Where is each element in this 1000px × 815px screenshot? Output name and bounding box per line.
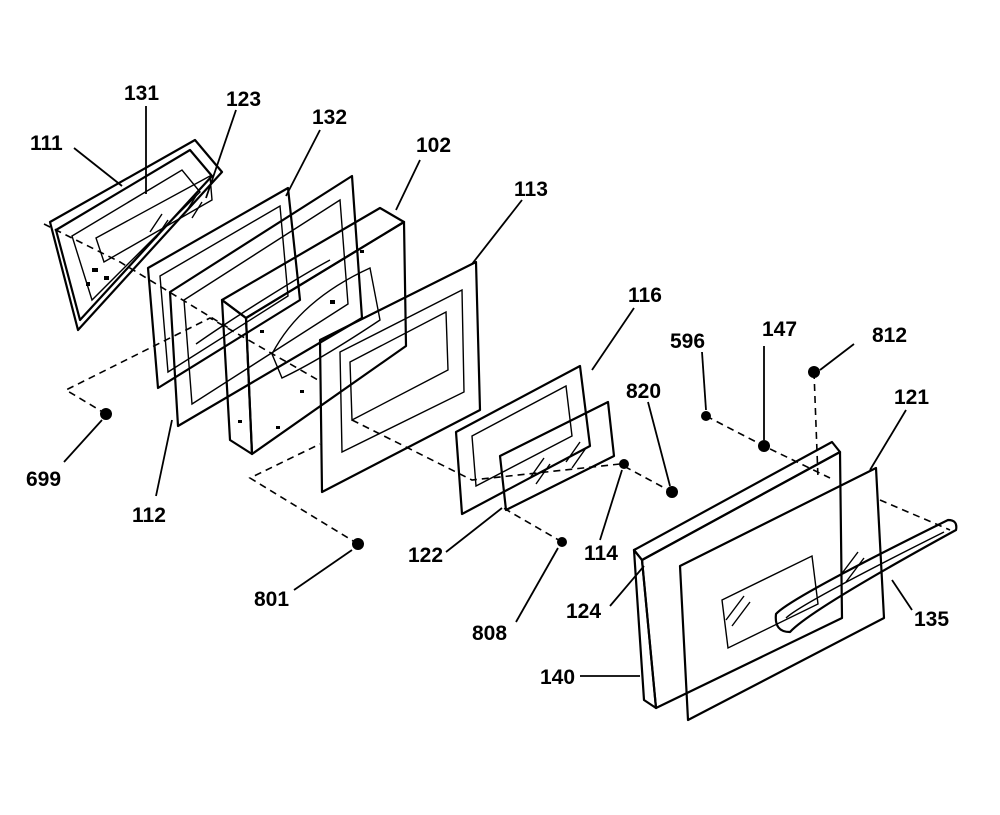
- callout-114: 114: [584, 542, 618, 565]
- callout-140: 140: [540, 666, 575, 689]
- callout-121: 121: [894, 386, 929, 409]
- frame-part-132: [146, 186, 302, 390]
- callout-147: 147: [762, 318, 797, 341]
- handle-part-135: [774, 518, 958, 634]
- screws: [100, 366, 820, 550]
- callout-812: 812: [872, 324, 907, 347]
- outer-frame-part-124: [632, 440, 844, 710]
- callout-122: 122: [408, 544, 443, 567]
- callout-124: 124: [566, 600, 601, 623]
- callout-801: 801: [254, 588, 289, 611]
- window-frame-part-116: [454, 364, 592, 516]
- outer-glass-part-121: [678, 466, 886, 722]
- callout-116: 116: [628, 284, 662, 307]
- callout-112: 112: [132, 504, 166, 527]
- inner-liner-part: [48, 138, 224, 332]
- callout-596: 596: [670, 330, 705, 353]
- callout-113: 113: [514, 178, 548, 201]
- callout-135: 135: [914, 608, 949, 631]
- callout-699: 699: [26, 468, 61, 491]
- leader-lines: [63, 106, 913, 677]
- callout-102: 102: [416, 134, 451, 157]
- glass-part-122: [498, 400, 616, 512]
- assembly-lines: [43, 223, 951, 545]
- screw-114: [619, 459, 629, 469]
- callout-111: 111: [30, 132, 63, 155]
- door-panel-part-113: [318, 260, 482, 494]
- callout-820: 820: [626, 380, 661, 403]
- insulation-box-part-102: [220, 206, 408, 456]
- callout-132: 132: [312, 106, 347, 129]
- callout-labels: 111 131 123 132 102 113 116 596 147 812 …: [26, 82, 949, 689]
- callout-123: 123: [226, 88, 261, 111]
- callout-131: 131: [124, 82, 159, 105]
- callout-808: 808: [472, 622, 507, 645]
